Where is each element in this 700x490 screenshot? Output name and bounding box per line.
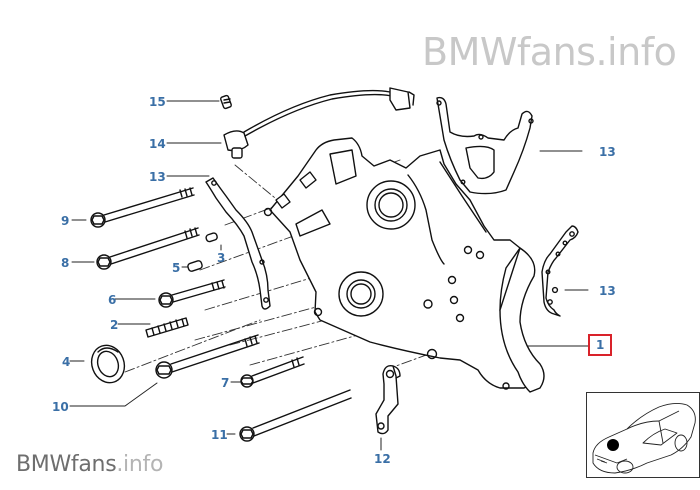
watermark-tld: .info [116, 452, 164, 477]
watermark-bottom: BMWfans.info [16, 452, 163, 477]
callout-6[interactable]: 6 [108, 293, 117, 307]
part-2-stud [145, 317, 189, 338]
callout-15[interactable]: 15 [149, 95, 166, 109]
part-13-gasket-left [205, 177, 271, 310]
callout-11[interactable]: 11 [211, 428, 228, 442]
callout-8[interactable]: 8 [61, 256, 70, 270]
callout-5[interactable]: 5 [172, 261, 181, 275]
engine-location-dot [607, 439, 619, 451]
callout-9[interactable]: 9 [61, 214, 70, 228]
watermark-top: BMWfans.info [422, 30, 677, 74]
callout-3[interactable]: 3 [217, 251, 226, 265]
part-15-screw [220, 94, 232, 110]
leader-10 [69, 382, 158, 407]
part-7-bolt [240, 356, 305, 388]
part-12-bracket [375, 364, 401, 435]
part-11-bolt [239, 389, 352, 442]
callout-14[interactable]: 14 [149, 137, 166, 151]
part-4-seal-ring [90, 344, 126, 384]
part-3-dowel [205, 232, 218, 243]
part-13-gasket-top-right [436, 96, 534, 195]
callout-2[interactable]: 2 [110, 318, 119, 332]
part-6-bolt [158, 279, 226, 308]
vehicle-locator [586, 392, 700, 478]
part-9-bolt [90, 187, 195, 228]
part-10-bolt [155, 334, 260, 379]
callout-13-top-right[interactable]: 13 [599, 145, 616, 159]
car-locator-icon [592, 402, 696, 474]
callout-12[interactable]: 12 [374, 452, 391, 466]
part-8-bolt [96, 227, 200, 270]
part-14-sensor [223, 87, 415, 159]
callout-1-selected[interactable]: 1 [588, 334, 613, 356]
leader-lines [69, 100, 589, 451]
callout-13-left[interactable]: 13 [149, 170, 166, 184]
callout-13-right[interactable]: 13 [599, 284, 616, 298]
callout-4[interactable]: 4 [62, 355, 71, 369]
part-13-gasket-right [541, 225, 579, 317]
watermark-brand: BMWfans [16, 452, 117, 477]
part-5-dowel [187, 260, 203, 272]
part-1-timing-cover [263, 137, 545, 393]
callout-10[interactable]: 10 [52, 400, 69, 414]
callout-7[interactable]: 7 [221, 376, 230, 390]
